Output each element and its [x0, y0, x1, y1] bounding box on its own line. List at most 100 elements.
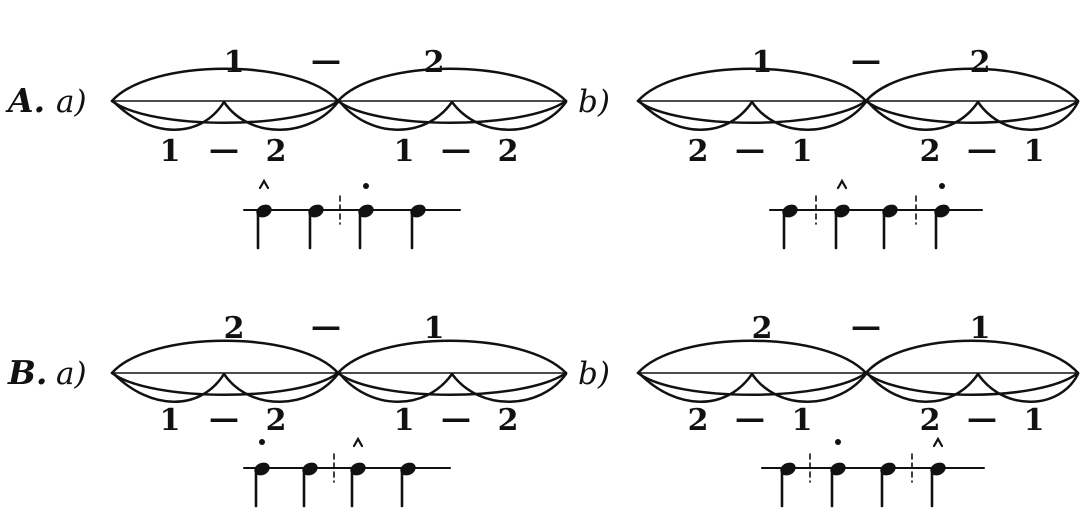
a-b-bl-1: 1 [792, 134, 813, 169]
b-a-br-dash: — [441, 401, 471, 436]
b-b-bl-1: 1 [792, 403, 813, 438]
note-head [834, 204, 850, 218]
b-a-big-arc-1-bottom [110, 371, 340, 396]
b-a-bl-dash: — [209, 401, 239, 436]
a-a-bl-dash: — [209, 132, 239, 167]
note-head [880, 462, 896, 476]
a-b-bl-2: 2 [688, 134, 709, 169]
a-a-top-1: 1 [224, 45, 245, 80]
b-b-bl-dash: — [735, 401, 765, 436]
a-b-notation [769, 178, 983, 250]
b-a-top-1: 1 [424, 311, 445, 346]
note-head [256, 204, 272, 218]
a-b-br-dash: — [967, 132, 997, 167]
b-a-br-2: 2 [498, 403, 519, 438]
a-a-big-arc-1-top [110, 67, 340, 103]
a-b-big-arc-2-top [864, 67, 1080, 103]
staccato-dot [835, 439, 841, 445]
a-a-small-arc-3 [338, 100, 454, 131]
a-a-big-arc-2-bottom [336, 99, 568, 124]
accent-mark [258, 178, 270, 190]
b-a-small-arc-1 [112, 372, 226, 403]
b-b-bl-2: 2 [688, 403, 709, 438]
b-a-big-arc-1-top [110, 339, 340, 375]
note-head [934, 204, 950, 218]
a-b-br-2: 2 [920, 134, 941, 169]
a-b-big-arc-1-bottom [636, 99, 868, 124]
a-a-bl-2: 2 [266, 134, 287, 169]
row-b-panel-b-sub: b) [578, 356, 610, 392]
a-b-small-arc-3 [866, 100, 980, 131]
a-a-big-arc-1-bottom [110, 99, 340, 124]
a-b-big-arc-1-top [636, 67, 868, 103]
b-a-small-arc-2 [222, 372, 340, 403]
a-a-bl-1: 1 [160, 134, 181, 169]
a-a-top-dash: — [311, 43, 341, 78]
b-b-small-arc-2 [750, 372, 868, 403]
note-head [782, 204, 798, 218]
b-b-top-2: 2 [752, 311, 773, 346]
a-b-small-arc-1 [638, 100, 754, 131]
a-b-small-arc-2 [750, 100, 868, 131]
b-b-top-1: 1 [970, 311, 991, 346]
a-a-arcs [110, 67, 568, 131]
note-head [930, 462, 946, 476]
b-b-small-arc-3 [866, 372, 980, 403]
row-a-panel-b-sub: b) [578, 84, 610, 120]
b-b-big-arc-2-top [864, 339, 1080, 375]
b-a-top-dash: — [311, 309, 341, 344]
note-head [254, 462, 270, 476]
a-a-small-arc-2 [222, 100, 340, 131]
note-head [400, 462, 416, 476]
a-b-big-arc-2-bottom [864, 99, 1080, 124]
a-a-br-1: 1 [394, 134, 415, 169]
a-a-big-arc-2-top [336, 67, 568, 103]
a-b-top-2: 2 [970, 45, 991, 80]
a-b-small-arc-4 [976, 100, 1080, 131]
a-b-top-1: 1 [752, 45, 773, 80]
b-b-big-arc-1-bottom [636, 371, 868, 396]
note-head [350, 462, 366, 476]
a-a-small-arc-1 [112, 100, 226, 131]
note-head [302, 462, 318, 476]
note-head [410, 204, 426, 218]
a-a-notation [243, 178, 461, 250]
accent-mark [836, 178, 848, 190]
row-label-b: B. [7, 353, 47, 392]
note-head [780, 462, 796, 476]
b-b-small-arc-4 [976, 372, 1080, 403]
b-a-small-arc-4 [450, 372, 568, 403]
accent-mark [932, 436, 944, 448]
b-b-br-dash: — [967, 401, 997, 436]
b-a-big-arc-2-top [336, 339, 568, 375]
staccato-dot [939, 183, 945, 189]
a-b-arcs [636, 67, 1080, 131]
accent-mark [352, 436, 364, 448]
row-a-panel-a-sub: a) [56, 84, 87, 120]
b-b-big-arc-2-bottom [864, 371, 1080, 396]
a-b-top-dash: — [851, 43, 881, 78]
b-a-notation [243, 436, 451, 508]
b-b-br-2: 2 [920, 403, 941, 438]
b-b-notation [761, 436, 985, 508]
b-b-big-arc-1-top [636, 339, 868, 375]
row-label-a: A. [5, 81, 45, 120]
a-b-bl-dash: — [735, 132, 765, 167]
b-a-bl-1: 1 [160, 403, 181, 438]
note-head [358, 204, 374, 218]
note-head [308, 204, 324, 218]
b-a-big-arc-2-bottom [336, 371, 568, 396]
b-b-small-arc-1 [638, 372, 754, 403]
staccato-dot [363, 183, 369, 189]
a-a-top-2: 2 [424, 45, 445, 80]
b-a-bl-2: 2 [266, 403, 287, 438]
b-a-br-1: 1 [394, 403, 415, 438]
a-a-small-arc-4 [450, 100, 568, 131]
a-a-br-2: 2 [498, 134, 519, 169]
a-a-br-dash: — [441, 132, 471, 167]
row-b-panel-a-sub: a) [56, 356, 87, 392]
b-a-small-arc-3 [338, 372, 454, 403]
b-b-top-dash: — [851, 309, 881, 344]
